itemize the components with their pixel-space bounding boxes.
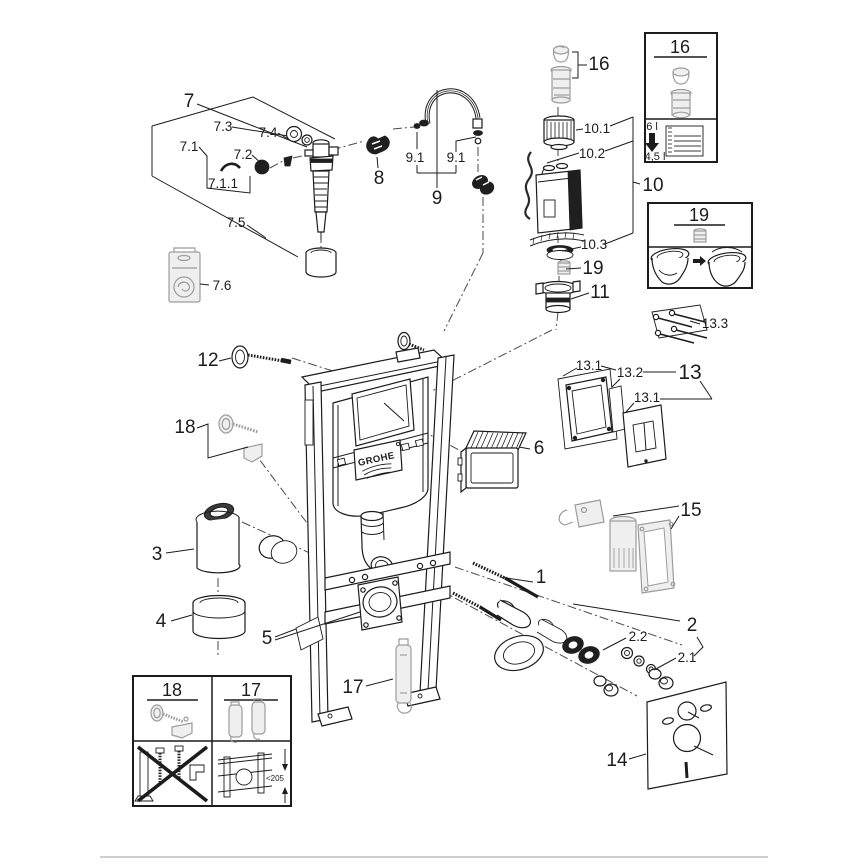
support-pair-icon xyxy=(228,698,266,743)
callout-4: 4 xyxy=(156,611,167,632)
info-box-18-17 xyxy=(132,675,292,807)
part-10-flush-valve xyxy=(524,115,641,314)
part-5-fixing-set xyxy=(274,611,361,651)
box19-title: 19 xyxy=(689,205,709,225)
down-arrow-icon xyxy=(645,133,659,152)
callout-17: 17 xyxy=(342,677,363,698)
part-1-threaded-rods xyxy=(452,561,568,672)
callout-18: 18 xyxy=(174,417,195,438)
part-19-sleeve xyxy=(557,260,571,275)
toilet-right-icon xyxy=(707,247,747,287)
knob-7-2 xyxy=(254,159,270,175)
crossbar-upper xyxy=(324,551,451,591)
part-17-support xyxy=(365,638,412,714)
flush-plate xyxy=(622,404,667,468)
callout-7-1: 7.1 xyxy=(180,139,199,154)
grohe-logo-plate: GROHE xyxy=(353,439,403,481)
part-2-fixing-set xyxy=(562,603,704,697)
filling-valve xyxy=(304,139,339,240)
part-9-hose xyxy=(413,88,495,195)
part-7-6-bag xyxy=(168,247,210,303)
callout-13-2: 13.2 xyxy=(617,365,643,380)
callout-2: 2 xyxy=(687,615,698,636)
callout-13-3: 13.3 xyxy=(702,316,728,331)
part-15-set xyxy=(558,499,680,594)
callout-10-1: 10.1 xyxy=(584,121,610,136)
large-grommet xyxy=(494,634,544,672)
callout-7-2: 7.2 xyxy=(234,147,253,162)
part-7-filling-valve-group xyxy=(151,96,339,278)
callout-9-1a: 9.1 xyxy=(406,150,425,165)
callout-10: 10 xyxy=(642,175,663,196)
tank-level-icon xyxy=(665,125,704,157)
part-3-flush-pipe-elbow xyxy=(165,502,298,574)
valve-cup xyxy=(305,247,337,278)
callout-10-2: 10.2 xyxy=(579,146,605,161)
callout-12: 12 xyxy=(197,350,218,371)
cistern: GROHE xyxy=(332,376,429,576)
callout-13: 13 xyxy=(678,361,701,384)
installation-frame: GROHE xyxy=(300,331,455,727)
callout-labels: 7 7.3 7.4 7.1 7.2 7.1.1 7.5 7.6 8 9.1 9.… xyxy=(152,37,728,783)
dimension-label: <205 xyxy=(266,774,285,783)
part-18-anchor-set xyxy=(196,414,263,463)
anchor-set-icon xyxy=(150,704,193,739)
part-8-clip xyxy=(366,135,390,169)
box16-to: 4,5 l xyxy=(645,151,666,163)
callout-13-1b: 13.1 xyxy=(634,390,660,405)
wire-10-2 xyxy=(524,151,533,220)
callout-2-1: 2.1 xyxy=(678,650,697,665)
spacer-sleeve xyxy=(496,599,532,629)
callout-13-1a: 13.1 xyxy=(576,358,602,373)
seal-ring xyxy=(258,535,298,564)
callout-9-1b: 9.1 xyxy=(447,150,466,165)
wrong-fixing-icon xyxy=(134,745,209,803)
callout-7-3: 7.3 xyxy=(214,119,233,134)
part-11-outlet xyxy=(535,280,581,314)
part-14-insulation-mat xyxy=(628,681,728,790)
callout-7-1-1: 7.1.1 xyxy=(208,176,238,191)
sleeve-icon xyxy=(693,228,707,243)
bottom-box-title-18: 18 xyxy=(162,680,182,700)
callout-8: 8 xyxy=(374,168,385,189)
callout-9: 9 xyxy=(432,188,443,209)
hook-7-1-1 xyxy=(219,162,241,172)
callout-15: 15 xyxy=(680,500,701,521)
callout-11: 11 xyxy=(590,282,610,303)
callout-6: 6 xyxy=(534,438,545,459)
hanger-bolt xyxy=(395,331,425,363)
callout-3: 3 xyxy=(152,544,163,565)
part-13-3-screws xyxy=(651,304,708,344)
part-12-wall-anchor xyxy=(218,345,292,369)
callout-1: 1 xyxy=(536,567,547,588)
info-box-19 xyxy=(647,202,753,289)
callout-16: 16 xyxy=(588,54,609,75)
callout-7-6: 7.6 xyxy=(213,278,232,293)
part-6-protection-box xyxy=(457,430,531,494)
outlet-flange xyxy=(357,576,403,631)
frame-dimension-icon xyxy=(217,749,288,803)
callout-7-4: 7.4 xyxy=(259,125,278,140)
arrow-right-icon xyxy=(693,256,706,266)
bottom-box-title-17: 17 xyxy=(241,680,261,700)
toilet-left-icon xyxy=(650,247,690,285)
info-box-16 xyxy=(644,32,718,163)
callout-14: 14 xyxy=(606,750,628,771)
part-4-sleeve-cap xyxy=(170,594,246,640)
callout-19: 19 xyxy=(582,258,603,279)
box16-from: 6 l xyxy=(646,121,658,133)
callout-7: 7 xyxy=(184,91,195,112)
box16-title: 16 xyxy=(670,37,690,57)
part-16-piece xyxy=(550,45,587,104)
foot-left xyxy=(317,706,353,727)
part-13-actuation-group xyxy=(557,365,713,468)
callout-5: 5 xyxy=(262,628,273,649)
callout-10-3: 10.3 xyxy=(581,237,607,252)
callout-7-5: 7.5 xyxy=(227,215,246,230)
callout-2-2: 2.2 xyxy=(629,629,648,644)
